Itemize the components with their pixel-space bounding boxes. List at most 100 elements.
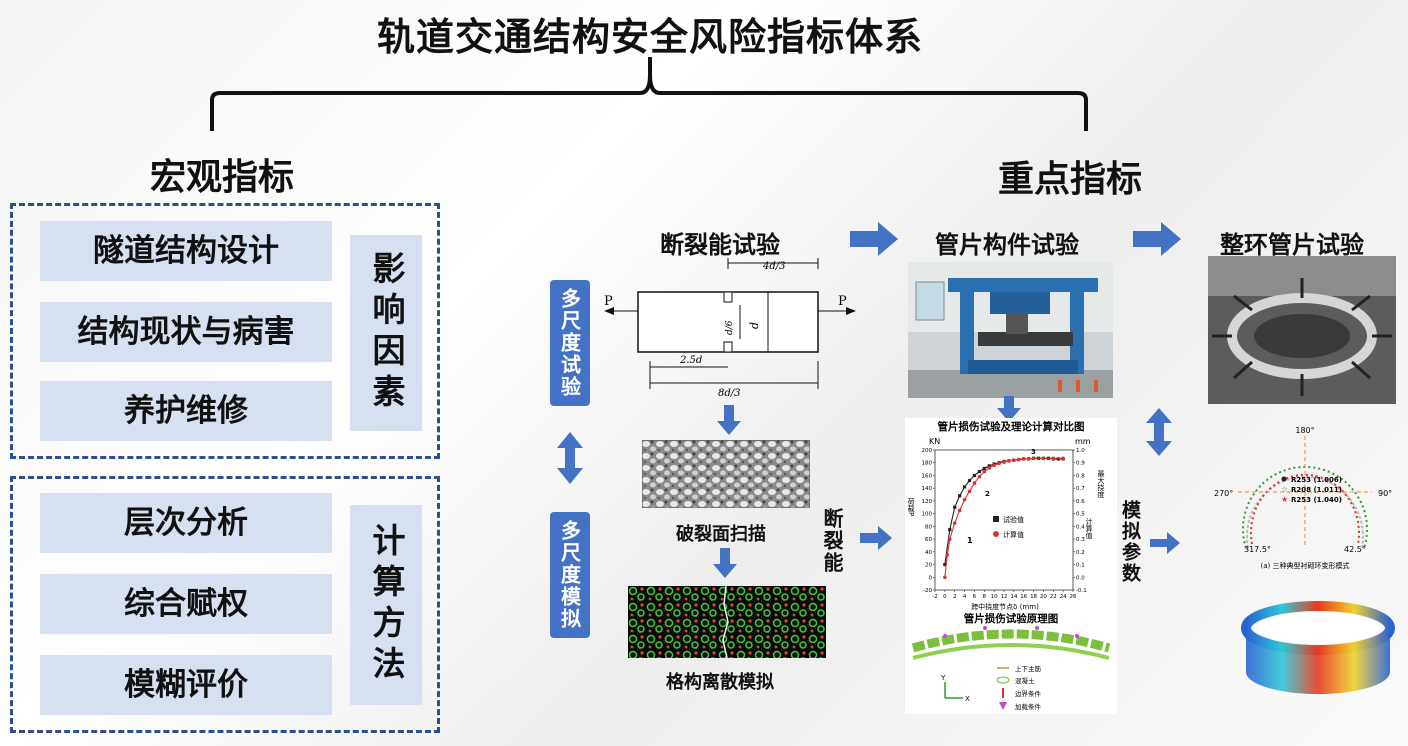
arrow-down-icon [997,396,1021,422]
data-point [947,537,952,541]
methods-panel [10,476,440,733]
chart-xlabel: 跨中挠度节点δ (mm) [971,602,1039,611]
y2-tick-label: 0.9 [1076,461,1085,467]
factor-item-1: 结构现状与病害 [40,302,332,362]
data-point [997,461,1001,466]
data-point [992,463,996,468]
double-arrow-icon [557,432,583,484]
y-tick-label: 180 [922,461,933,467]
data-point [957,508,962,513]
schematic-legend-2: 边界条件 [1015,689,1042,698]
schematic-legend-1: 混凝土 [1015,676,1035,685]
x-tick-label: 4 [963,594,967,600]
data-point [1002,460,1006,464]
fracture-test-title: 断裂能试验 [660,231,780,259]
schematic-axis-y: Y [940,674,946,682]
data-point [977,474,982,479]
chart-right-unit: mm [1075,437,1091,446]
data-point [1031,456,1036,461]
y2-tick-label: 0.2 [1076,550,1085,556]
x-tick-label: 24 [1060,594,1067,600]
point-label-2: 2 [985,490,990,498]
top-brace [210,57,1088,131]
lattice-sim-image [628,586,826,658]
double-arrow-icon [1146,408,1172,456]
x-tick-label: -2 [932,594,937,600]
data-point [982,469,987,474]
data-point [972,481,977,485]
method-item-0: 层次分析 [40,493,332,553]
x-tick-label: 22 [1050,594,1057,600]
dim-top: 4d/3 [762,261,786,272]
data-point [943,575,947,580]
y2-tick-label: 0.6 [1076,499,1085,505]
data-point [945,553,950,557]
dim-length: 8d/3 [718,388,741,399]
arrow-right-icon [1133,222,1181,256]
data-point [1016,457,1021,462]
load-left: P [604,294,613,309]
key-heading: 重点指标 [998,159,1143,200]
x-tick-label: 2 [953,594,957,600]
ring-angle-top: 180° [1295,426,1314,435]
y-tick-label: 60 [925,537,932,543]
schematic-legend-3: 加载条件 [1015,702,1042,711]
x-tick-label: 6 [973,594,977,600]
y2-tick-label: 0.3 [1076,537,1085,543]
method-item-1: 综合赋权 [40,574,332,634]
data-point [987,466,992,470]
legend-calc-marker [993,531,999,537]
arrow-right-icon [860,526,892,550]
ring-legend-2: R253 (1.040) [1291,496,1342,504]
data-point [1026,457,1031,461]
multi-scale-sim-label: 多尺度模拟 [550,512,590,638]
legend-test-marker [993,516,999,522]
schematic-legend-0: 上下主筋 [1015,664,1042,673]
point-label-1: 1 [967,536,973,545]
ring-test-title: 整环管片试验 [1220,231,1364,259]
y-tick-label: 100 [922,512,933,518]
y-tick-label: 140 [922,486,933,492]
y-tick-label: 200 [922,448,933,454]
lattice-sim-caption: 格构离散模拟 [666,672,774,693]
y-tick-label: 0 [929,575,933,581]
page-title: 轨道交通结构安全风险指标体系 [376,15,923,59]
y2-tick-label: 1.0 [1076,448,1085,454]
data-point [943,562,947,567]
y2-tick-label: 0.0 [1076,575,1085,581]
data-point [987,464,991,468]
macro-heading: 宏观指标 [150,157,295,198]
sim-params-label: 模拟参数 [1119,500,1141,584]
y2-tick-label: 0.5 [1076,512,1085,518]
ring-deformation-diagram: 180° 270° 90° 317.5° 42.5° R253 (1.006) … [1214,426,1392,570]
multi-scale-test-label: 多尺度试验 [550,280,590,406]
data-point [1007,459,1011,463]
chart-title: 管片损伤试验及理论计算对比图 [938,420,1085,433]
data-point [1041,456,1046,461]
arrow-right-icon [850,222,898,256]
y2-tick-label: 0.7 [1076,486,1085,492]
ring-angle-left: 270° [1214,489,1233,498]
arrow-down-icon [717,405,741,435]
segment-test-title: 管片构件试验 [935,231,1079,259]
svg-text:★: ★ [1281,495,1288,504]
factor-item-0: 隧道结构设计 [40,221,332,281]
data-point [962,485,967,489]
x-tick-label: 18 [1030,594,1037,600]
data-point [982,466,986,471]
y-tick-label: 80 [925,524,932,530]
x-tick-label: 16 [1020,594,1027,600]
x-tick-label: 26 [1070,594,1077,600]
y2-tick-label: 0.4 [1076,524,1085,530]
data-point [977,470,981,474]
ring-legend-0: R253 (1.006) [1291,476,1342,484]
specimen-diagram: 4d/3 P P d/6 d 2.5d 8d/3 [604,258,856,399]
dim-height: d [748,322,761,329]
fracture-scan-image [642,440,810,508]
chart-left-unit: KN [929,437,940,446]
data-point [952,521,957,525]
data-point [1051,456,1056,461]
y-tick-label: 120 [922,499,933,505]
data-point [1061,456,1065,461]
fracture-scan-caption: 破裂面扫描 [676,524,766,545]
